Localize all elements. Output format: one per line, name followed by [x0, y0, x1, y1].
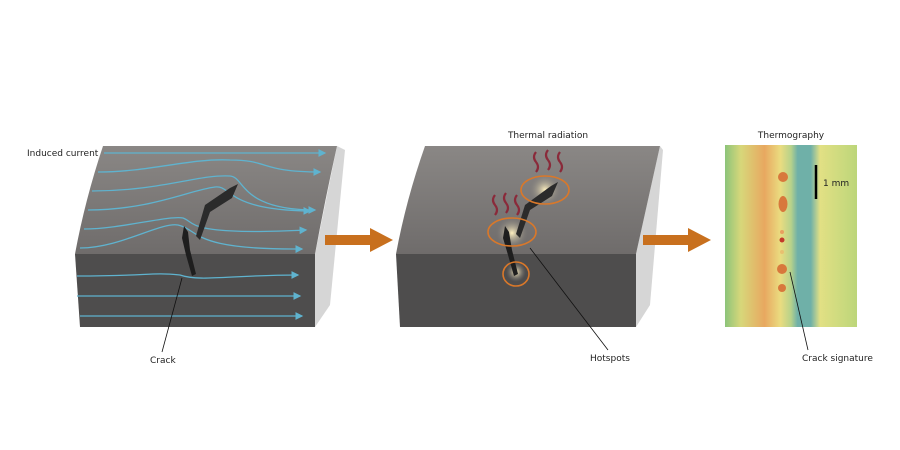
hotspot-rings [487, 175, 570, 287]
specimen-block-thermal [396, 146, 663, 351]
crack-signature-leader-line [789, 271, 809, 351]
induced-current-label: Induced current [27, 149, 99, 159]
specimen-block-current [75, 146, 345, 353]
crack-label: Crack [150, 356, 176, 366]
crack-shape [196, 184, 238, 240]
thermography-label: Thermography [757, 131, 825, 141]
top-face [75, 146, 337, 254]
crack-signature-label: Crack signature [802, 354, 873, 364]
thermal-radiation-label: Thermal radiation [507, 131, 588, 141]
crack-shape-lower [182, 226, 196, 276]
heat-waves [491, 149, 564, 216]
hotspots-leader-line [529, 247, 609, 351]
scale-label: 1 mm [823, 179, 849, 189]
crack-leader-line [161, 277, 183, 353]
thermography-image [725, 145, 857, 351]
hotspots-label: Hotspots [590, 354, 630, 364]
front-face [75, 254, 315, 327]
crack-shape [516, 182, 558, 238]
process-arrow-1 [325, 228, 393, 252]
current-lines [76, 149, 327, 320]
crack-shape-lower [503, 226, 518, 276]
hotspot-spots [777, 172, 788, 292]
process-arrow-2 [643, 228, 711, 252]
